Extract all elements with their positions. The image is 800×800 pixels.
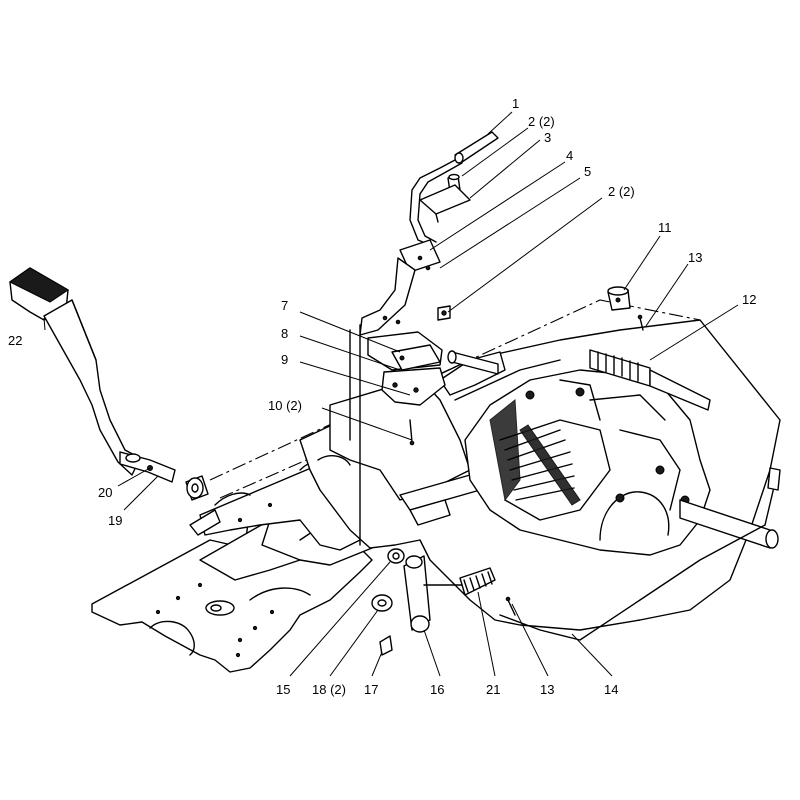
callout-10: 10 (2) [268, 398, 302, 413]
callout-1: 1 [512, 96, 519, 111]
callout-12: 12 [742, 292, 756, 307]
part-14-rod [499, 467, 781, 641]
shift-lever-assembly [349, 131, 499, 546]
part-22-pedal [9, 267, 209, 501]
callout-8: 8 [281, 326, 288, 341]
callout-4: 4 [566, 148, 573, 163]
callout-7: 7 [281, 298, 288, 313]
callout-14: 14 [604, 682, 618, 697]
callout-15: 15 [276, 682, 290, 697]
callout-19: 19 [108, 513, 122, 528]
callout-22: 22 [8, 333, 22, 348]
callout-13-bottom: 13 [540, 682, 554, 697]
callout-2-top: 2 (2) [528, 114, 555, 129]
callout-13-top: 13 [688, 250, 702, 265]
callout-2-lower: 2 (2) [608, 184, 635, 199]
lower-linkage [371, 548, 516, 656]
callout-21: 21 [486, 682, 500, 697]
callout-9: 9 [281, 352, 288, 367]
callout-3: 3 [544, 130, 551, 145]
callout-11: 11 [658, 220, 672, 235]
part-11-pulley [607, 286, 631, 311]
callout-labels: 1 2 (2) 3 4 5 2 (2) 11 13 12 7 8 9 10 (2… [8, 96, 756, 697]
transaxle-unit [447, 350, 779, 556]
leader-lines [43, 111, 739, 677]
part-13-pin-top [637, 314, 644, 331]
brackets-7-10 [367, 331, 446, 446]
callout-20: 20 [98, 485, 112, 500]
callout-18: 18 (2) [312, 682, 346, 697]
part-12-spring [589, 349, 711, 411]
callout-5: 5 [584, 164, 591, 179]
callout-16: 16 [430, 682, 444, 697]
callout-17: 17 [364, 682, 378, 697]
